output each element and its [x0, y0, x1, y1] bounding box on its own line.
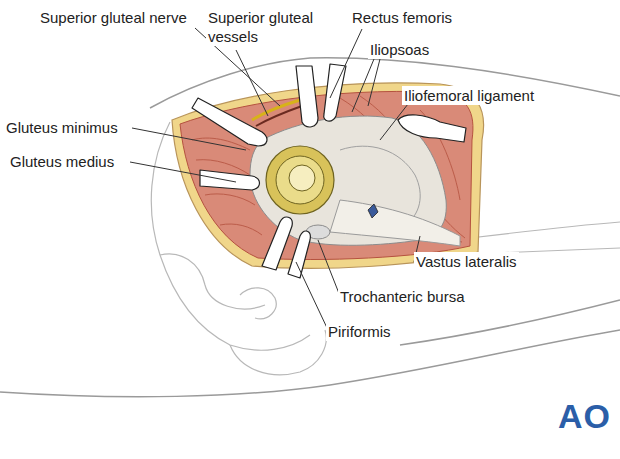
part-label: Gluteus minimus	[4, 118, 120, 137]
part-label: Trochanteric bursa	[338, 287, 467, 306]
leader-lines	[130, 28, 420, 330]
femur-shaft	[330, 200, 460, 246]
acetabular-cup	[266, 146, 334, 214]
part-label: Rectus femoris	[350, 8, 454, 27]
part-label: Piriformis	[326, 322, 393, 341]
part-label: Vastus lateralis	[414, 252, 519, 271]
cup-inner	[289, 165, 315, 191]
part-label: Superior gluteal vessels	[206, 8, 344, 46]
part-label: Iliopsoas	[368, 40, 431, 59]
part-label: Gluteus medius	[8, 152, 116, 171]
body-outline	[0, 58, 620, 397]
part-label: Superior gluteal nerve	[38, 8, 189, 27]
vessels	[256, 106, 302, 126]
logo-text: AO	[556, 398, 613, 434]
marker	[368, 204, 378, 218]
part-label: Iliofemoral ligament	[402, 86, 536, 105]
cup-liner	[276, 156, 324, 204]
